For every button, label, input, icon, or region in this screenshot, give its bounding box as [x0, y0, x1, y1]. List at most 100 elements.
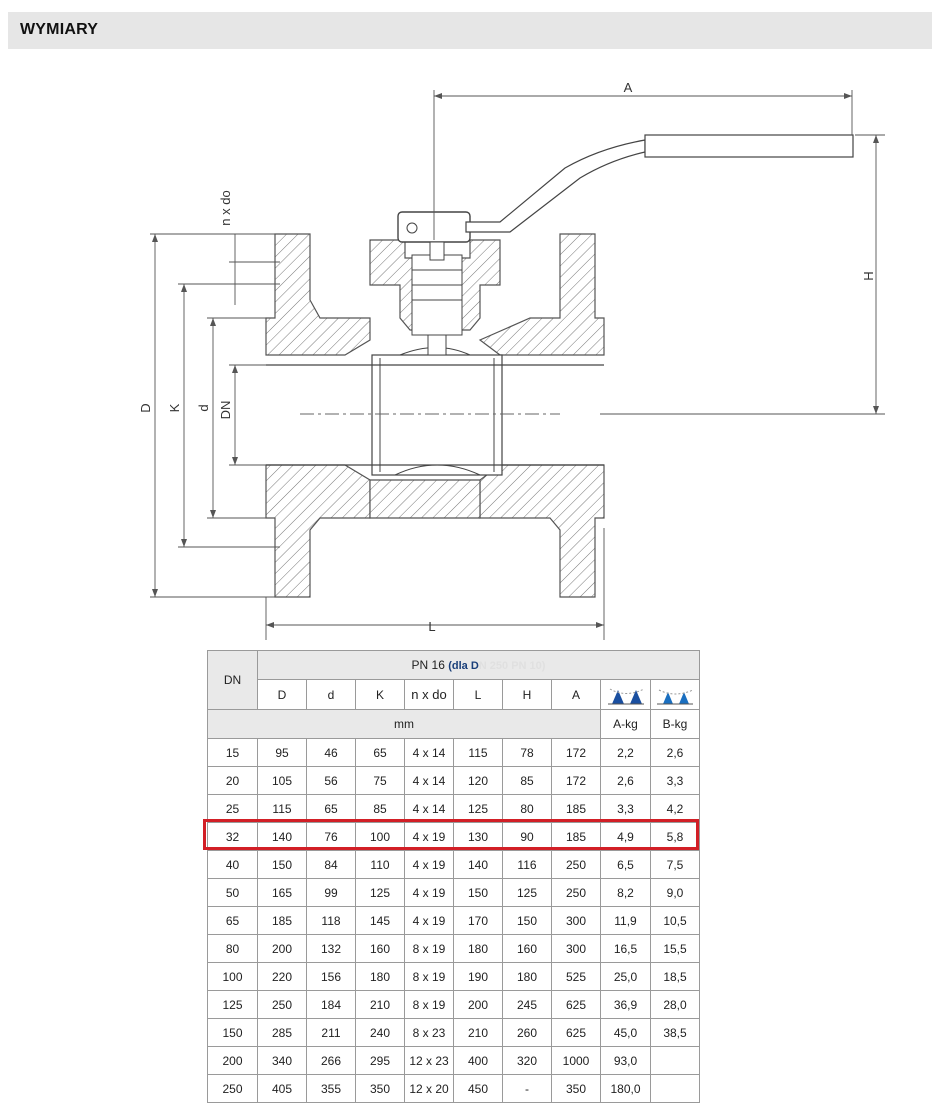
dim-label-a: A — [624, 80, 633, 95]
table-cell: 4 x 14 — [404, 766, 454, 795]
table-cell: 36,9 — [600, 990, 651, 1019]
table-cell: 132 — [306, 934, 356, 963]
table-cell: 210 — [355, 990, 405, 1019]
table-cell: 8 x 19 — [404, 962, 454, 991]
table-cell: 78 — [502, 738, 552, 767]
dim-label-nxdo: n x do — [218, 190, 233, 225]
right-flange-lower — [479, 464, 605, 598]
table-cell: 200 — [453, 990, 503, 1019]
table-cell: 250 — [257, 990, 307, 1019]
table-cell: 285 — [257, 1018, 307, 1047]
table-cell: 125 — [355, 878, 405, 907]
column-header: L — [453, 679, 503, 710]
table-cell: 172 — [551, 738, 601, 767]
table-cell: 8 x 19 — [404, 990, 454, 1019]
table-cell: 405 — [257, 1074, 307, 1103]
table-cell: 150 — [453, 878, 503, 907]
table-cell: 184 — [306, 990, 356, 1019]
table-cell: 8 x 19 — [404, 934, 454, 963]
table-cell: 125 — [207, 990, 258, 1019]
table-cell: 150 — [207, 1018, 258, 1047]
table-cell: 4 x 14 — [404, 738, 454, 767]
table-cell: 4,9 — [600, 822, 651, 851]
table-cell: 150 — [257, 850, 307, 879]
table-cell: 11,9 — [600, 906, 651, 935]
right-flange — [478, 233, 605, 356]
dim-label-d-outer: D — [138, 403, 153, 412]
header-dn: DN — [207, 650, 258, 710]
table-cell: 185 — [551, 822, 601, 851]
dim-label-dn: DN — [218, 401, 233, 420]
dimensions-table-container: DN PN 16 (dla DN 250 PN 10) D d K n x do… — [207, 650, 700, 1103]
table-cell: 56 — [306, 766, 356, 795]
column-header: D — [257, 679, 307, 710]
table-cell: 1000 — [551, 1046, 601, 1075]
valve-type-a-icon — [600, 679, 651, 710]
pn-main: PN 16 — [411, 658, 445, 672]
table-cell: 90 — [502, 822, 552, 851]
table-cell: 211 — [306, 1018, 356, 1047]
table-cell: 200 — [207, 1046, 258, 1075]
table-cell: 240 — [355, 1018, 405, 1047]
table-cell: 350 — [551, 1074, 601, 1103]
stem — [411, 254, 463, 336]
unit-row: mm — [207, 709, 601, 739]
table-cell: 8 x 23 — [404, 1018, 454, 1047]
table-cell: 220 — [257, 962, 307, 991]
table-cell: 3,3 — [650, 766, 700, 795]
table-cell: 8,2 — [600, 878, 651, 907]
table-cell: 12 x 20 — [404, 1074, 454, 1103]
table-cell: 9,0 — [650, 878, 700, 907]
table-cell: 145 — [355, 906, 405, 935]
table-cell: 160 — [502, 934, 552, 963]
table-cell: 28,0 — [650, 990, 700, 1019]
table-cell: 180 — [355, 962, 405, 991]
table-cell: 85 — [502, 766, 552, 795]
table-cell: 150 — [502, 906, 552, 935]
table-cell: 50 — [207, 878, 258, 907]
table-cell: 85 — [355, 794, 405, 823]
table-cell: 93,0 — [600, 1046, 651, 1075]
table-cell: 100 — [207, 962, 258, 991]
pn-note-faded: N 250 PN 10) — [478, 660, 546, 672]
table-cell: 2,6 — [600, 766, 651, 795]
handle-grip — [644, 134, 854, 158]
table-cell: 625 — [551, 990, 601, 1019]
ball — [371, 354, 503, 476]
table-cell: 105 — [257, 766, 307, 795]
table-cell: 20 — [207, 766, 258, 795]
table-cell: 2,2 — [600, 738, 651, 767]
column-header: H — [502, 679, 552, 710]
table-cell: 300 — [551, 906, 601, 935]
table-cell: 185 — [257, 906, 307, 935]
table-cell: 45,0 — [600, 1018, 651, 1047]
table-cell: 260 — [502, 1018, 552, 1047]
table-cell: 120 — [453, 766, 503, 795]
table-cell: 300 — [551, 934, 601, 963]
table-cell: 210 — [453, 1018, 503, 1047]
weight-b-header: B-kg — [650, 709, 700, 739]
table-cell: 625 — [551, 1018, 601, 1047]
table-cell: 95 — [257, 738, 307, 767]
table-cell: 266 — [306, 1046, 356, 1075]
table-cell: 46 — [306, 738, 356, 767]
table-cell: 4 x 19 — [404, 878, 454, 907]
table-cell: 190 — [453, 962, 503, 991]
table-cell: 140 — [257, 822, 307, 851]
table-cell: 185 — [551, 794, 601, 823]
table-cell: 4,2 — [650, 794, 700, 823]
table-cell: 100 — [355, 822, 405, 851]
dim-label-h: H — [861, 271, 876, 280]
table-cell: 180 — [453, 934, 503, 963]
section-header-bar: WYMIARY — [8, 12, 932, 49]
table-cell: 156 — [306, 962, 356, 991]
table-cell: 99 — [306, 878, 356, 907]
table-cell: 76 — [306, 822, 356, 851]
